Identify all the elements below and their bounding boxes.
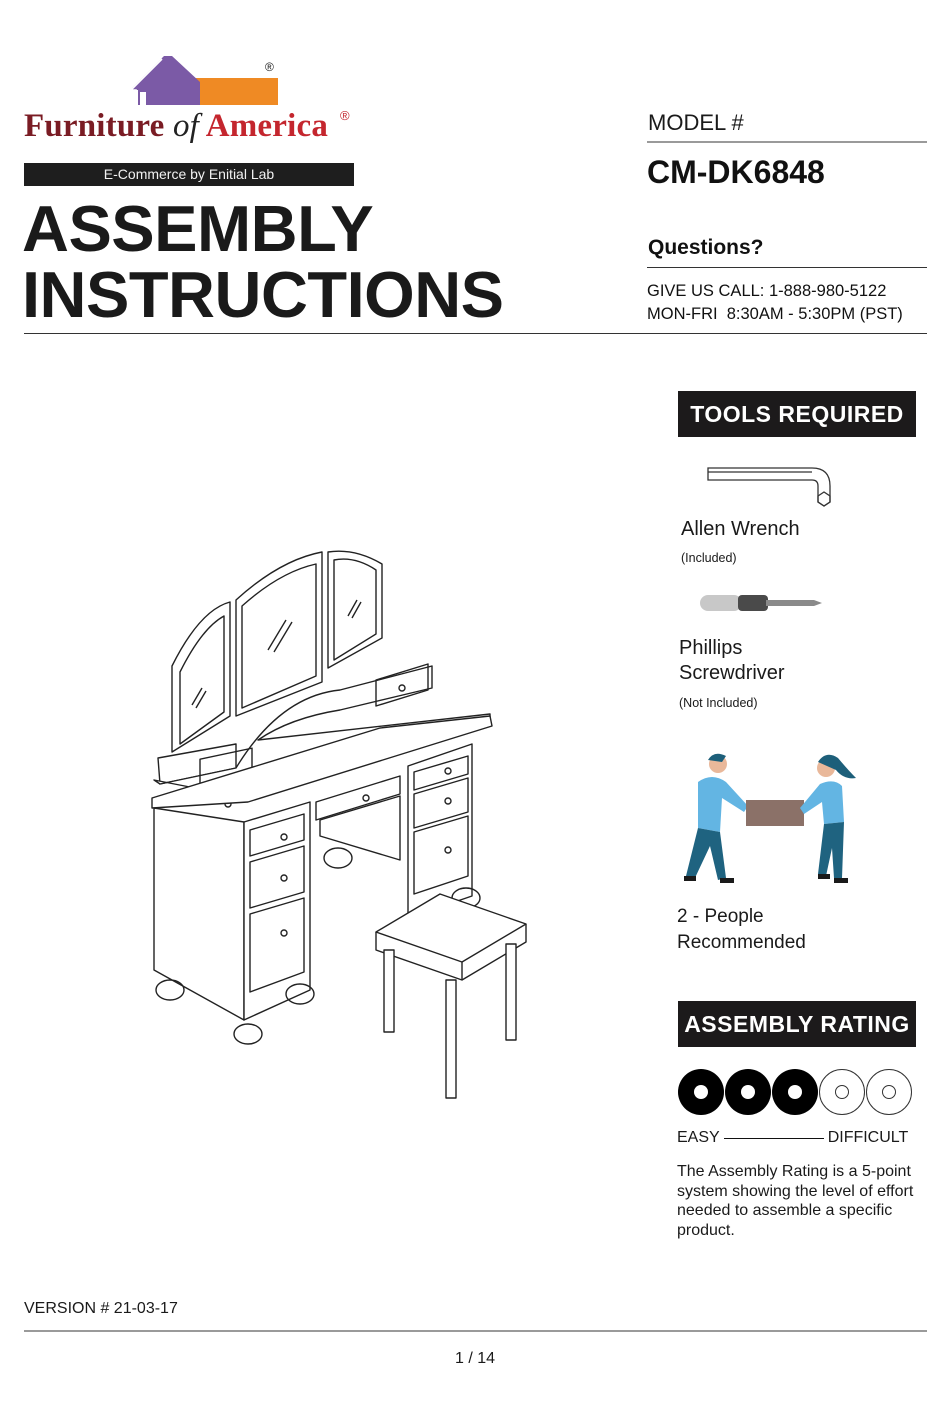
registered-mark: ® (265, 60, 274, 74)
tool-name-line-2: Screwdriver (679, 662, 785, 684)
version-label: VERSION # 21-03-17 (24, 1300, 178, 1317)
footer-divider (24, 1330, 927, 1332)
rating-scale: EASY DIFFICULT (677, 1129, 908, 1147)
tool-note-allen-wrench: (Included) (681, 551, 737, 565)
tool-name-allen-wrench: Allen Wrench (681, 518, 800, 540)
brand-word-of: of (172, 108, 200, 144)
brand-registered-mark: ® (340, 108, 350, 123)
brand-tagline: E-Commerce by Enitial Lab (24, 163, 354, 186)
scale-difficult-label: DIFFICULT (827, 1129, 909, 1146)
assembly-rating-heading: ASSEMBLY RATING (678, 1001, 916, 1047)
assembly-rating-discs (678, 1069, 913, 1115)
tool-note-phillips-screwdriver: (Not Included) (679, 696, 758, 710)
rating-disc-empty-icon (866, 1069, 912, 1115)
tools-required-heading: TOOLS REQUIRED (678, 391, 916, 437)
people-recommended: 2 - People Recommended (677, 904, 806, 956)
rating-disc-empty-icon (819, 1069, 865, 1115)
scale-easy-label: EASY (677, 1129, 720, 1146)
header-divider (24, 333, 927, 334)
hours-line: MON-FRI 8:30AM - 5:30PM (PST) (647, 305, 903, 323)
allen-wrench-icon (707, 467, 831, 507)
page-number: 1 / 14 (454, 1350, 496, 1367)
people-recommended-label: Recommended (677, 932, 806, 953)
questions-heading: Questions? (648, 236, 764, 259)
brand-word-furniture: Furniture (24, 108, 165, 144)
title-line-2: INSTRUCTIONS (22, 258, 504, 331)
brand-name: Furniture of America (24, 108, 328, 145)
phillips-screwdriver-icon (700, 595, 822, 611)
model-divider (647, 141, 927, 143)
two-people-carrying-box-illustration (684, 753, 856, 883)
vanity-with-mirror-and-stool-illustration (151, 550, 527, 1099)
scale-line (723, 1137, 824, 1139)
brand-word-america: America (205, 108, 329, 144)
tool-name-phillips-screwdriver: Phillips Screwdriver (679, 636, 785, 686)
assembly-rating-description: The Assembly Rating is a 5-point system … (677, 1163, 914, 1239)
furniture-of-america-logo-house-icon (129, 56, 278, 105)
rating-disc-filled-icon (772, 1069, 818, 1115)
document-title: ASSEMBLY INSTRUCTIONS (22, 196, 504, 328)
people-count: 2 - People (677, 906, 764, 927)
phone-line: GIVE US CALL: 1-888-980-5122 (647, 282, 887, 300)
model-number: CM-DK6848 (647, 154, 825, 190)
title-line-1: ASSEMBLY (22, 192, 374, 265)
rating-disc-filled-icon (678, 1069, 724, 1115)
contact-info: GIVE US CALL: 1-888-980-5122 MON-FRI 8:3… (647, 280, 903, 326)
rating-disc-filled-icon (725, 1069, 771, 1115)
tool-name-line-1: Phillips (679, 637, 743, 659)
model-label: MODEL # (648, 110, 744, 135)
questions-divider (647, 267, 927, 268)
